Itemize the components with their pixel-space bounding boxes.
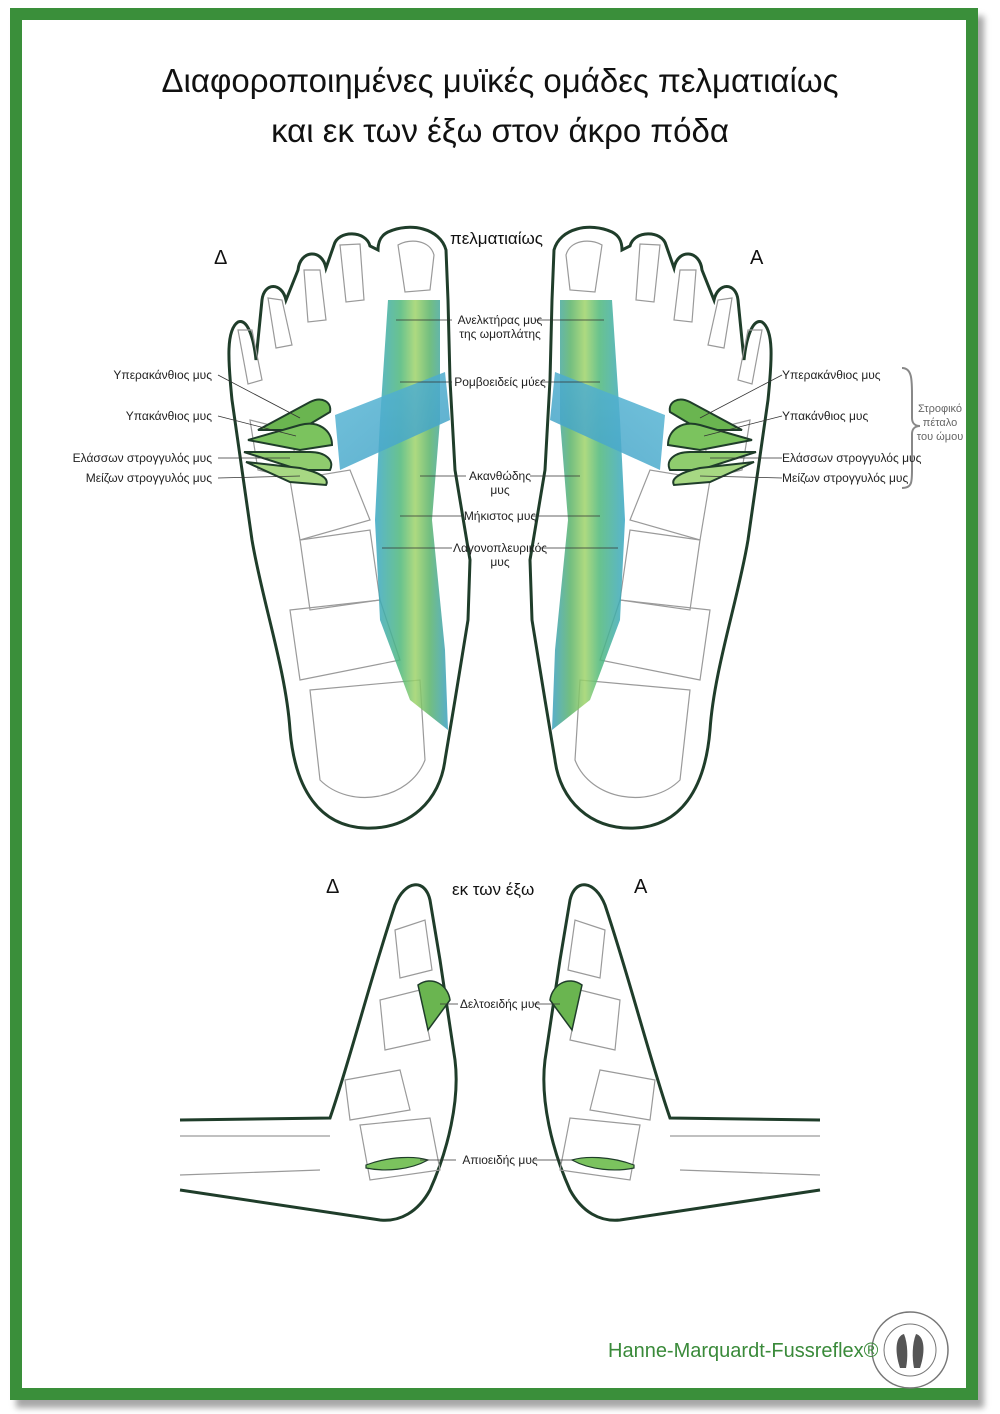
lateral-left-side: Δ: [326, 876, 340, 898]
right-infraspinatus: [666, 422, 753, 452]
right-spinal-strip: [552, 300, 625, 730]
left-teres-major: [245, 461, 328, 487]
lateral-right-side: Α: [634, 876, 648, 898]
label-rhomboid: Ρομβοειδείς μύες: [454, 375, 546, 389]
right-label-supraspinatus: Υπερακάνθιος μυς: [782, 368, 881, 382]
label-piriformis: Απιοειδής μυς: [462, 1153, 538, 1167]
left-infraspinatus: [247, 422, 334, 452]
left-plantar-foot: [227, 225, 472, 830]
left-leader-lines: [217, 319, 466, 549]
label-deltoid: Δελτοειδής μυς: [459, 997, 541, 1011]
left-piriformis: [365, 1156, 430, 1171]
plantar-heading: πελματιαίως: [450, 229, 543, 248]
rotator-cuff-caption: Στροφικό πέταλο του ώμου: [916, 403, 964, 443]
plantar-right-side: Α: [750, 247, 764, 269]
label-levator-1: Ανελκτήρας μυς: [457, 313, 543, 327]
right-leader-lines: [530, 319, 783, 549]
label-iliocostalis-1: Λαγονοπλευρικός: [452, 541, 548, 555]
right-piriformis: [570, 1156, 635, 1171]
label-spinalis-1: Ακανθώδης: [469, 469, 531, 483]
right-label-infraspinatus: Υπακάνθιος μυς: [782, 409, 869, 423]
left-teres-minor: [243, 451, 333, 471]
right-label-teres-major: Μείζων στρογγυλός μυς: [782, 471, 909, 485]
seal-logo: [871, 1311, 949, 1389]
label-longissimus: Μήκιστος μυς: [463, 509, 537, 523]
title-line-2: και εκ των έξω στον άκρο πόδα: [271, 112, 729, 149]
lateral-heading: εκ των έξω: [452, 880, 535, 899]
right-lateral-foot: [542, 883, 821, 1222]
poster-frame: [10, 8, 978, 1400]
right-lateral-bones: [559, 919, 821, 1181]
label-spinalis-2: μυς: [490, 483, 510, 497]
left-rhomboid-band: [335, 372, 450, 470]
right-plantar-foot: [528, 225, 773, 830]
rotator-cuff-brace: [901, 367, 921, 489]
right-label-teres-minor: Ελάσσων στρογγυλός μυς: [782, 451, 922, 465]
right-rhomboid-band: [550, 372, 665, 470]
label-iliocostalis-2: μυς: [490, 555, 510, 569]
brand-name: Hanne-Marquardt-Fussreflex®: [608, 1340, 879, 1362]
left-deltoid: [417, 980, 451, 1032]
title-line-1: Διαφοροποιημένες μυϊκές ομάδες πελματιαί…: [161, 62, 839, 99]
left-lateral-bones: [179, 919, 441, 1181]
right-teres-minor: [667, 451, 757, 471]
right-deltoid: [549, 980, 583, 1032]
left-lateral-foot: [179, 883, 458, 1222]
plantar-left-side: Δ: [214, 247, 228, 269]
left-label-teres-major: Μείζων στρογγυλός μυς: [85, 471, 212, 485]
left-label-infraspinatus: Υπακάνθιος μυς: [125, 409, 212, 423]
lateral-leader-lines: [420, 1003, 572, 1161]
left-spinal-strip: [375, 300, 448, 730]
label-levator-2: της ωμοπλάτης: [459, 327, 541, 341]
left-label-teres-minor: Ελάσσων στρογγυλός μυς: [72, 451, 212, 465]
left-label-supraspinatus: Υπερακάνθιος μυς: [113, 368, 212, 382]
right-teres-major: [672, 461, 755, 487]
